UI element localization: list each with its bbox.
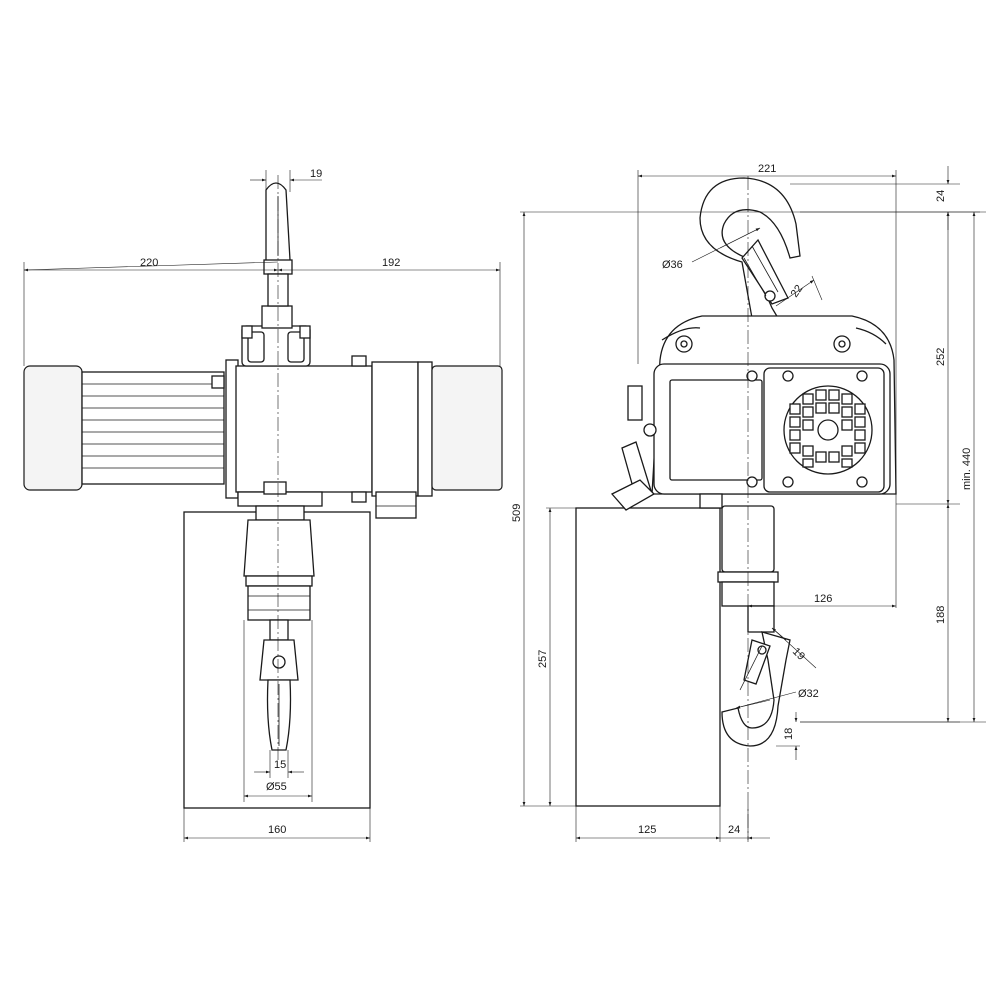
dim-label: 252 (935, 348, 947, 366)
dim-front-overall-width: 220 192 (23, 257, 501, 366)
dim-label: 24 (935, 190, 947, 202)
dim-label: 22 (789, 283, 806, 300)
dim-side-bucket-height: 257 (537, 507, 576, 806)
dim-side-hook-reach: 126 (748, 593, 896, 608)
dim-label: 126 (814, 593, 832, 605)
dim-side-hook-throat: 22 (775, 275, 823, 307)
dim-label: 188 (935, 606, 947, 624)
dim-label: 18 (783, 728, 795, 740)
dim-label-left: 220 (140, 257, 158, 269)
dim-label-right: 192 (382, 257, 400, 269)
dim-front-chain: 15 Ø55 (243, 620, 313, 802)
dim-label: Ø36 (662, 259, 683, 271)
dim-label-bucket: 125 (638, 824, 656, 836)
side-fan-grille (783, 385, 873, 475)
dim-label: 221 (758, 163, 776, 175)
side-top-hook (699, 177, 801, 319)
dim-label: Ø32 (798, 688, 819, 700)
dim-front-top-width: 19 (250, 168, 322, 192)
front-bottom-hook (259, 619, 299, 751)
dim-label: 509 (511, 504, 523, 522)
dim-side-min-height: min. 440 (800, 211, 986, 723)
dim-side-total-height: 509 (511, 212, 576, 807)
front-housing (225, 355, 503, 519)
dim-label: min. 440 (961, 448, 973, 490)
dim-side-bottom-hook-dia: Ø32 (735, 688, 819, 709)
front-motor-fins (81, 371, 225, 485)
dim-side-bottom-hook-thick: 18 (776, 712, 800, 760)
side-bottom-hook (721, 631, 791, 747)
dim-front-bucket-width: 160 (183, 808, 371, 842)
dim-side-body-height: 252 (896, 212, 960, 505)
dim-side-total-width: 221 (637, 163, 897, 608)
dim-label-chain: Ø55 (266, 781, 287, 793)
dim-label-hook: 15 (274, 759, 286, 771)
front-view: 19 220 192 15 Ø55 (23, 168, 503, 842)
dim-label: 19 (310, 168, 322, 180)
dim-side-bucket-width: 125 24 (575, 806, 770, 842)
side-view: 221 24 Ø36 22 252 (511, 163, 986, 842)
dim-label: 160 (268, 824, 286, 836)
side-chain-bucket (575, 507, 721, 807)
dim-label: 257 (537, 650, 549, 668)
front-suspension-bracket (241, 305, 311, 367)
front-motor-endcap (23, 365, 83, 491)
dim-side-hook-dia: Ø36 (662, 227, 761, 271)
dim-label-chain-offset: 24 (728, 824, 740, 836)
front-chain-guide (243, 505, 315, 621)
dim-side-lower-height: 188 (800, 504, 960, 723)
dim-label: 19 (790, 646, 807, 663)
